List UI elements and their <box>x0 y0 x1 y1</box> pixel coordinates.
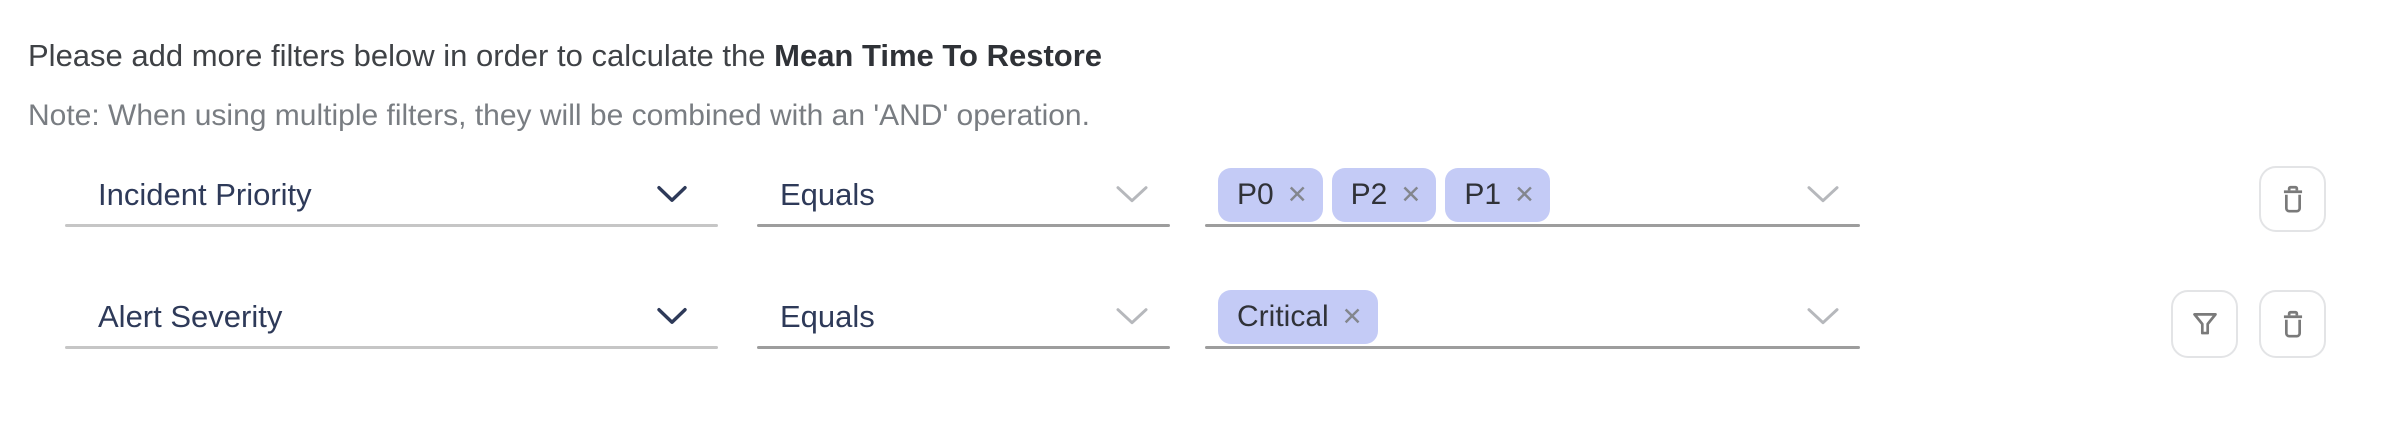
field-select-row2[interactable]: Alert Severity <box>65 285 718 349</box>
tag-label: P0 <box>1237 178 1274 211</box>
operator-select-row1[interactable]: Equals <box>757 163 1170 227</box>
tag: P0 ✕ <box>1218 168 1323 222</box>
tag-label: P2 <box>1350 178 1388 211</box>
field-select-row1[interactable]: Incident Priority <box>65 163 718 227</box>
chevron-down-icon <box>1116 186 1148 203</box>
operator-select-row1-value: Equals <box>780 177 875 212</box>
panel-note: Note: When using multiple filters, they … <box>28 99 1090 132</box>
delete-filter-row1-button[interactable] <box>2259 166 2326 232</box>
field-select-row1-value: Incident Priority <box>98 177 312 212</box>
tag: P2 ✕ <box>1331 168 1437 222</box>
chevron-down-icon <box>1116 308 1148 325</box>
remove-tag-icon[interactable]: ✕ <box>1400 180 1422 209</box>
operator-select-row2-value: Equals <box>780 299 875 334</box>
tag: Critical ✕ <box>1218 290 1378 344</box>
selected-tags-row2: Critical ✕ <box>1218 290 1378 344</box>
filter-funnel-icon <box>2192 313 2217 335</box>
chevron-down-icon <box>657 186 687 202</box>
delete-filter-row2-button[interactable] <box>2259 290 2326 358</box>
remove-tag-icon[interactable]: ✕ <box>1341 302 1363 331</box>
trash-icon <box>2283 310 2302 338</box>
instruction-text: Please add more filters below in order t… <box>28 38 775 73</box>
panel-instruction: Please add more filters below in order t… <box>28 36 1102 76</box>
trash-icon <box>2283 185 2302 213</box>
tag-label: Critical <box>1237 300 1329 333</box>
chevron-down-icon <box>657 308 687 324</box>
operator-select-row2[interactable]: Equals <box>757 285 1170 349</box>
chevron-down-icon <box>1807 308 1839 325</box>
remove-tag-icon[interactable]: ✕ <box>1514 180 1535 209</box>
tag: P1 ✕ <box>1445 168 1550 222</box>
values-multiselect-row2[interactable]: Critical ✕ <box>1205 285 1860 349</box>
selected-tags-row1: P0 ✕ P2 ✕ P1 ✕ <box>1218 168 1550 222</box>
values-multiselect-row1[interactable]: P0 ✕ P2 ✕ P1 ✕ <box>1205 163 1860 227</box>
remove-tag-icon[interactable]: ✕ <box>1286 180 1308 209</box>
field-select-row2-value: Alert Severity <box>98 299 283 334</box>
metric-name: Mean Time To Restore <box>774 38 1103 73</box>
filter-row2-button[interactable] <box>2171 290 2238 358</box>
tag-label: P1 <box>1464 178 1502 211</box>
chevron-down-icon <box>1807 186 1839 203</box>
